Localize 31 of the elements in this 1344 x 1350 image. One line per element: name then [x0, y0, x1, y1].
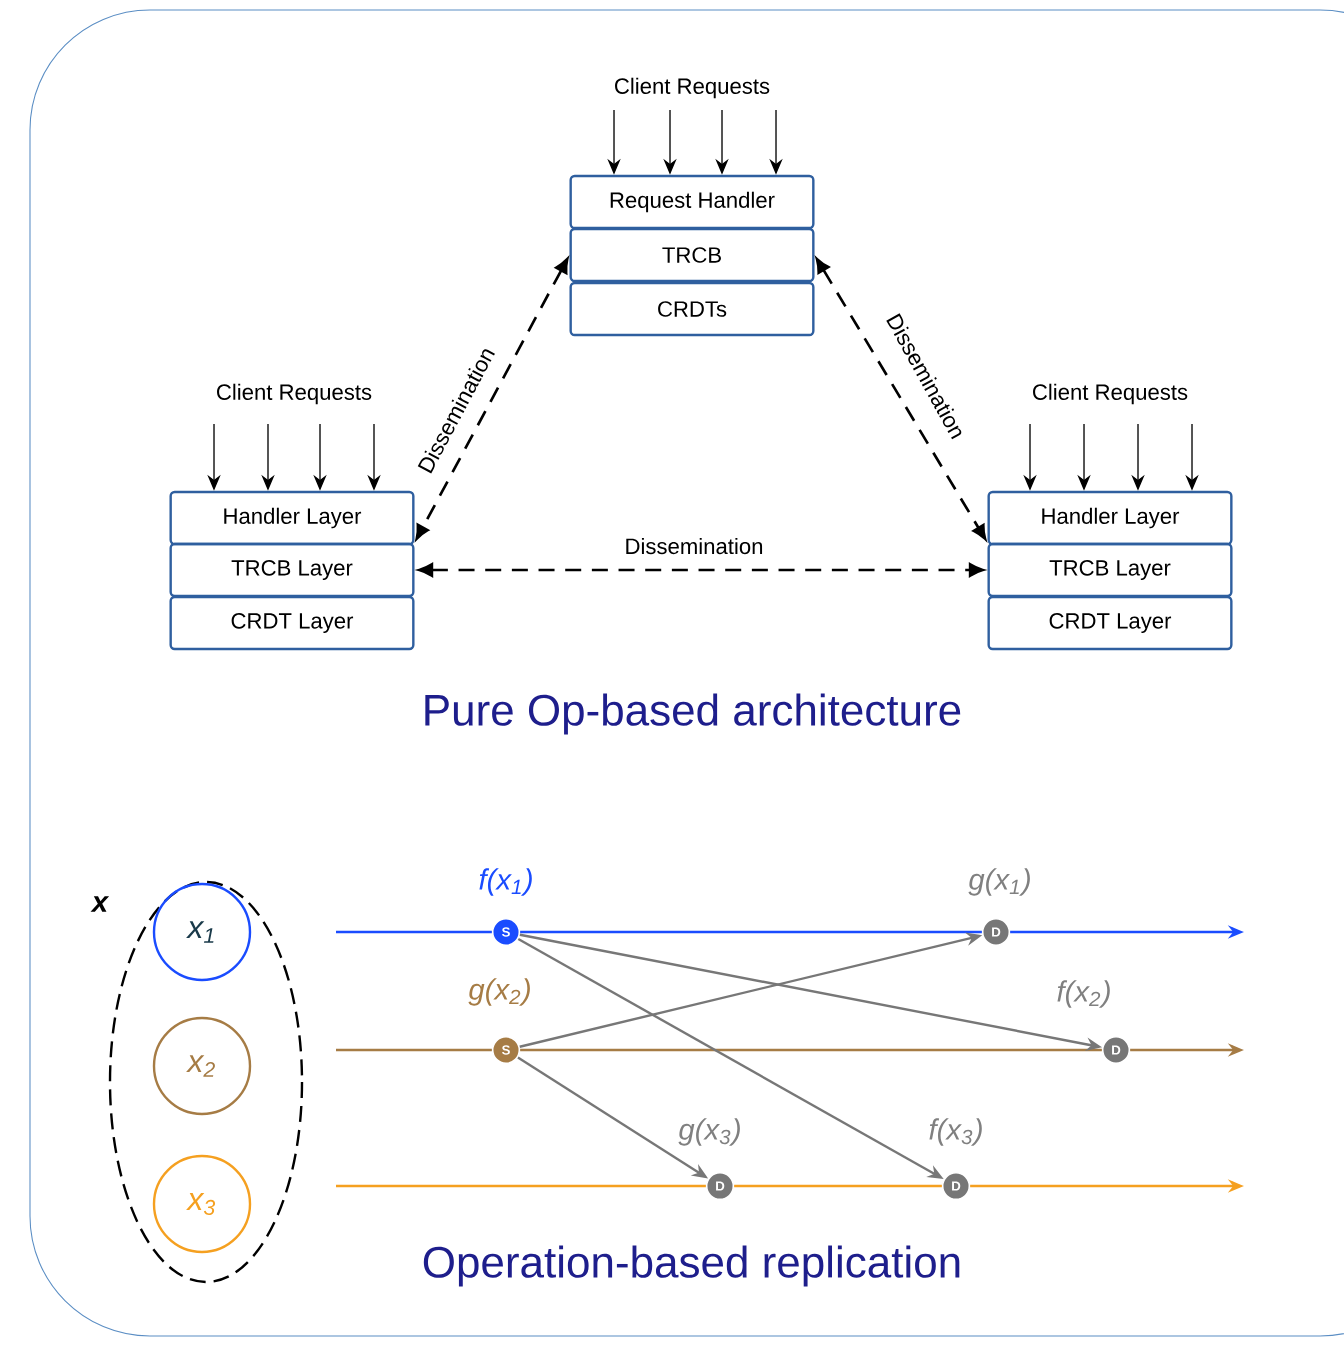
layer-box: Handler Layer	[169, 490, 415, 546]
timeline	[336, 1184, 706, 1188]
layer-box: CRDT Layer	[987, 595, 1233, 651]
requests-label: Client Requests	[217, 383, 372, 405]
layer-box: Request Handler	[569, 174, 815, 230]
dashed-arrow	[415, 257, 569, 540]
edge-label: Dissemination	[621, 535, 767, 557]
set-label: x	[90, 896, 110, 912]
layer-box: TRCB Layer	[169, 542, 415, 598]
function-label: g(x$_{2}$)	[468, 978, 530, 1006]
timeline	[336, 1048, 492, 1052]
layer-box: CRDTs	[569, 281, 815, 337]
function-label: f(x$_{1}$)	[479, 868, 532, 896]
layer-box: Handler Layer	[987, 490, 1233, 546]
layer-box: CRDT Layer	[169, 595, 415, 651]
function-label: f(x$_{3}$)	[929, 1118, 982, 1146]
section-title: Pure Op-based architecture	[425, 693, 961, 735]
requests-label: Client Requests	[1033, 383, 1188, 405]
requests-label: Client Requests	[615, 77, 770, 99]
layer-box: TRCB	[569, 227, 815, 283]
dashed-arrow	[815, 257, 987, 540]
timeline	[336, 930, 492, 934]
timeline	[520, 930, 982, 934]
function-label: g(x$_{3}$)	[678, 1118, 740, 1146]
timeline	[520, 1048, 1102, 1052]
section-title: Operation-based replication	[423, 1245, 960, 1287]
layer-box: TRCB Layer	[987, 542, 1233, 598]
function-label: f(x$_{2}$)	[1057, 980, 1110, 1008]
function-label: g(x$_{1}$)	[968, 868, 1030, 896]
timeline	[734, 1184, 942, 1188]
dashed-arrow	[418, 563, 984, 577]
